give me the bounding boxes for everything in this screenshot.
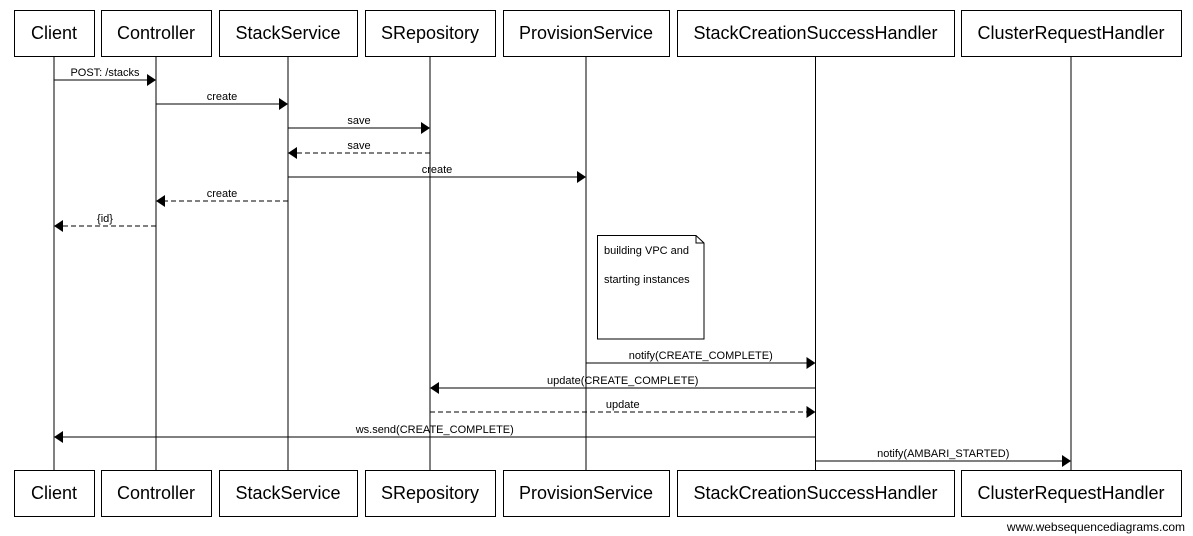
- note-line: building VPC and: [604, 245, 689, 257]
- participant-label: StackCreationSuccessHandler: [693, 483, 937, 503]
- participant-provisionservice-bottom: ProvisionService: [503, 470, 670, 517]
- participant-client-bottom: Client: [14, 470, 95, 517]
- message-label: POST: /stacks: [70, 67, 140, 79]
- participant-label: ClusterRequestHandler: [977, 483, 1164, 503]
- participant-label: Controller: [117, 23, 195, 43]
- message-label: save: [347, 140, 370, 152]
- watermark[interactable]: www.websequencediagrams.com: [1006, 520, 1185, 534]
- message-arrow: ws.send(CREATE_COMPLETE): [54, 424, 816, 443]
- participant-provisionservice-top: ProvisionService: [503, 10, 670, 57]
- participant-stackcreationsuccesshandler-bottom: StackCreationSuccessHandler: [677, 470, 955, 517]
- participant-controller-top: Controller: [101, 10, 212, 57]
- message-label: notify(AMBARI_STARTED): [877, 448, 1009, 460]
- message-arrow: create: [156, 91, 288, 110]
- message-label: create: [422, 164, 453, 176]
- participant-label: StackService: [235, 23, 340, 43]
- participant-stackcreationsuccesshandler-top: StackCreationSuccessHandler: [677, 10, 955, 57]
- participant-client-top: Client: [14, 10, 95, 57]
- participant-label: Client: [31, 483, 77, 503]
- participant-label: SRepository: [381, 23, 479, 43]
- participant-label: Controller: [117, 483, 195, 503]
- participant-label: ProvisionService: [519, 23, 653, 43]
- message-arrow: notify(AMBARI_STARTED): [815, 448, 1071, 467]
- message-arrow: save: [288, 115, 430, 134]
- message-arrow: save: [288, 140, 430, 159]
- note-provisionservice: building VPC and starting instances: [597, 235, 705, 340]
- participant-label: StackService: [235, 483, 340, 503]
- participant-label: StackCreationSuccessHandler: [693, 23, 937, 43]
- message-arrow: update: [430, 399, 816, 418]
- participant-clusterrequesthandler-bottom: ClusterRequestHandler: [961, 470, 1182, 517]
- participant-srepository-bottom: SRepository: [365, 470, 496, 517]
- message-label: update(CREATE_COMPLETE): [547, 375, 698, 387]
- message-label: notify(CREATE_COMPLETE): [629, 350, 773, 362]
- participant-srepository-top: SRepository: [365, 10, 496, 57]
- message-label: {id}: [97, 213, 113, 225]
- message-arrow: create: [288, 164, 586, 183]
- participant-controller-bottom: Controller: [101, 470, 212, 517]
- message-arrow: POST: /stacks: [54, 67, 156, 86]
- message-label: update: [606, 399, 640, 411]
- note-line: starting instances: [604, 274, 690, 286]
- participant-label: Client: [31, 23, 77, 43]
- message-arrow: update(CREATE_COMPLETE): [430, 375, 816, 394]
- participant-clusterrequesthandler-top: ClusterRequestHandler: [961, 10, 1182, 57]
- message-arrow: {id}: [54, 213, 156, 232]
- message-label: ws.send(CREATE_COMPLETE): [355, 424, 514, 436]
- participant-label: ProvisionService: [519, 483, 653, 503]
- message-arrow: notify(CREATE_COMPLETE): [586, 350, 816, 369]
- message-label: create: [207, 91, 238, 103]
- participant-stackservice-top: StackService: [219, 10, 358, 57]
- message-label: create: [207, 188, 238, 200]
- message-arrow: create: [156, 188, 288, 207]
- participant-label: ClusterRequestHandler: [977, 23, 1164, 43]
- participant-label: SRepository: [381, 483, 479, 503]
- participant-stackservice-bottom: StackService: [219, 470, 358, 517]
- message-label: save: [347, 115, 370, 127]
